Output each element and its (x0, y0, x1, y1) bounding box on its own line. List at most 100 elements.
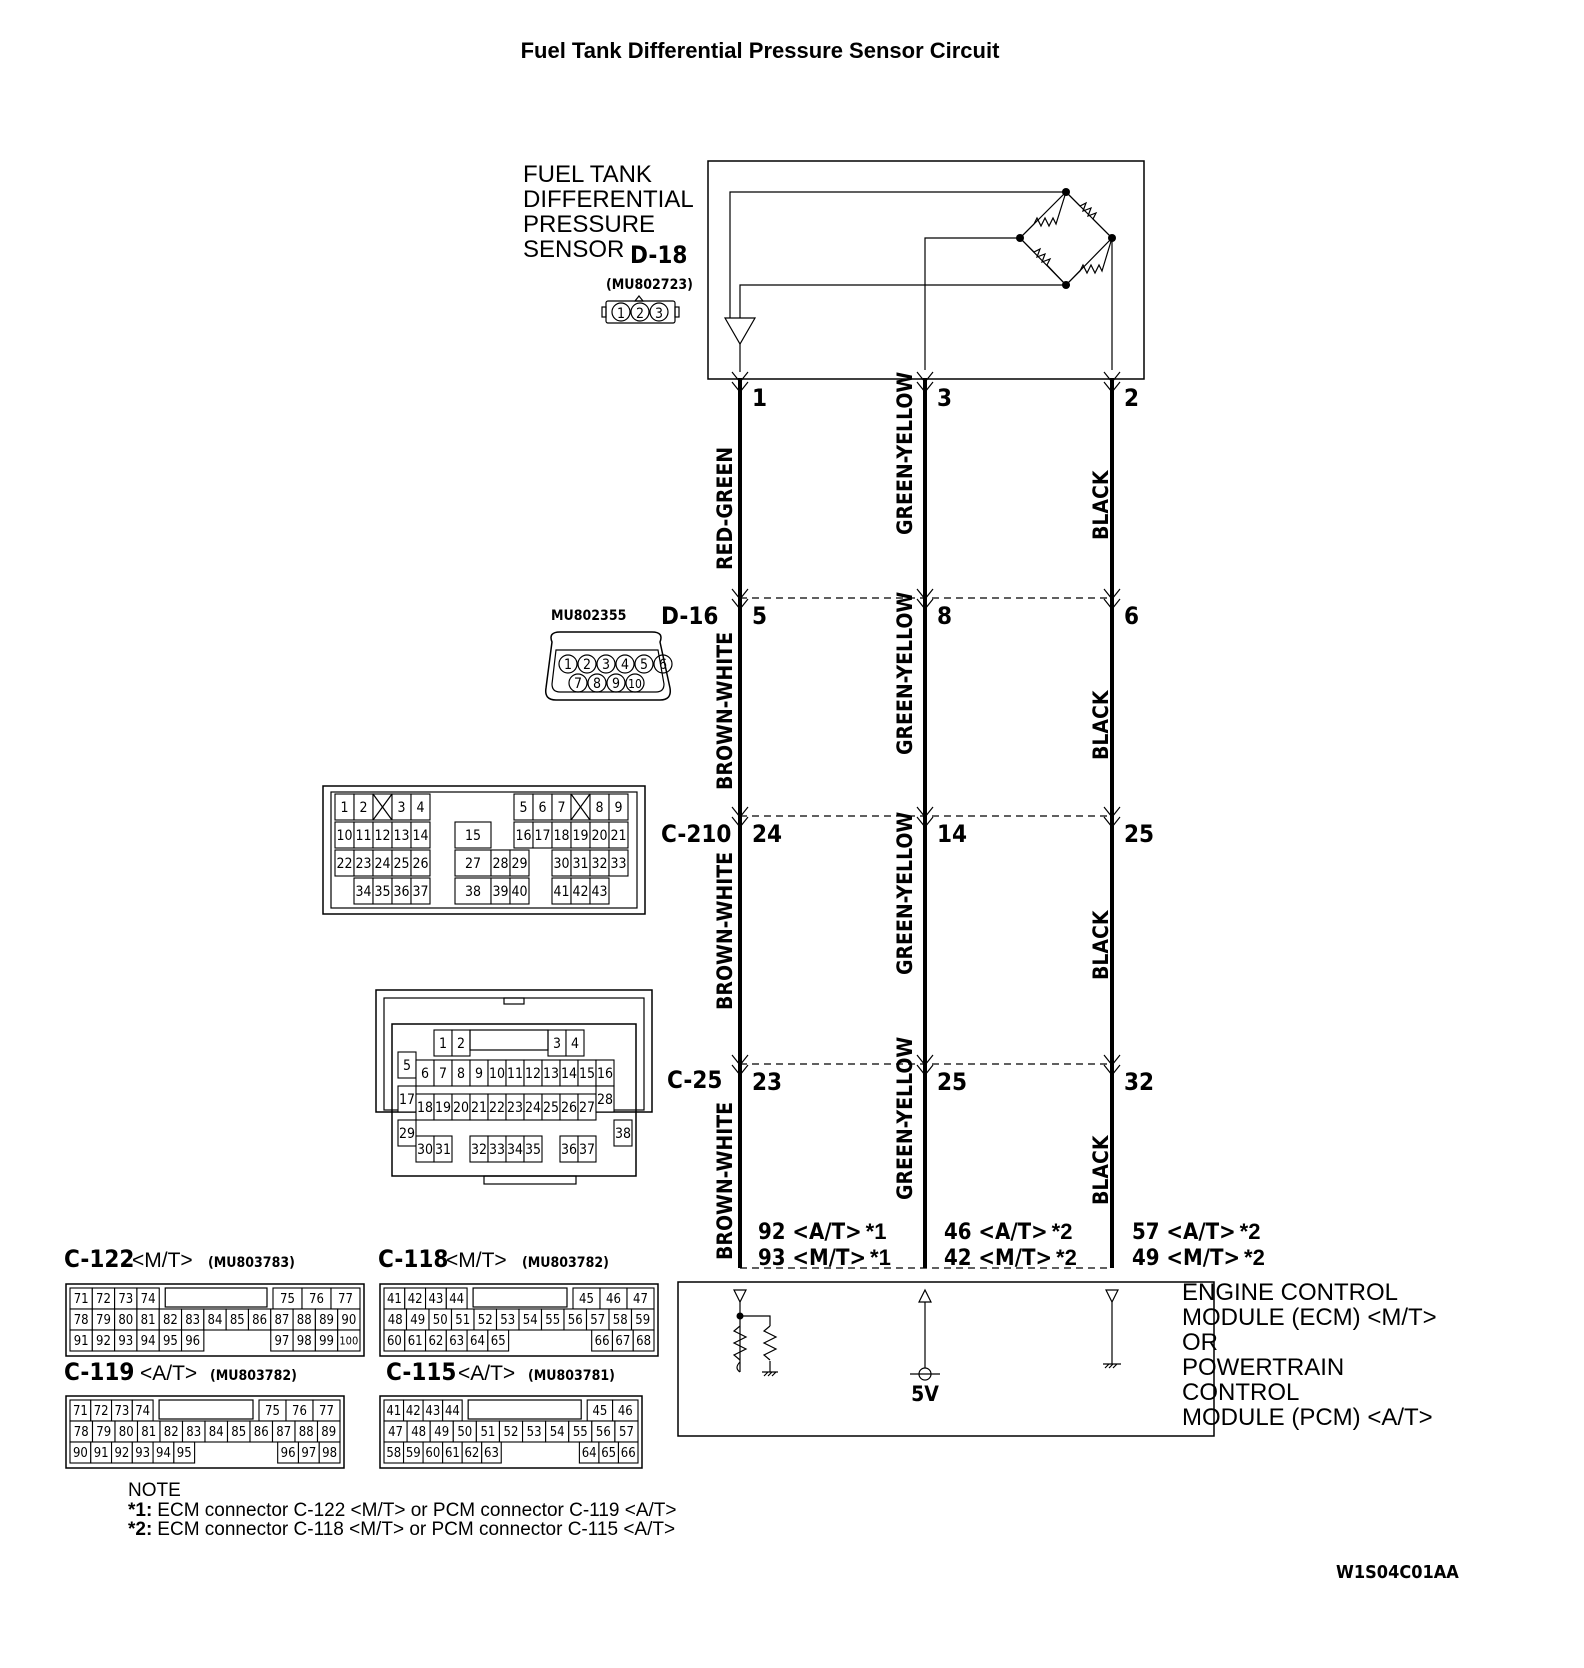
ecm-pin-labels: 92 <A/T>*1 93 <M/T>*1 46 <A/T>*2 42 <M/T… (758, 1219, 1265, 1271)
d16-pin: 1 (558, 654, 578, 674)
connector-cell: 77 (312, 1399, 341, 1422)
cell-label: 36 (561, 1142, 577, 1158)
ecm-connector-name: C-118 (378, 1245, 448, 1273)
cell-label: 98 (322, 1446, 337, 1461)
cell-label: 18 (553, 828, 569, 844)
connector-cell: 8 (589, 793, 610, 821)
cell-label: 74 (141, 1292, 156, 1307)
connector-cell: 52 (473, 1308, 498, 1331)
connector-cell: 93 (131, 1441, 154, 1464)
connector-cell: 63 (445, 1329, 468, 1352)
connector-cell: 43 (422, 1399, 444, 1422)
ecm-pcm-module: 5V ENGINE CONTROL MODULE (ECM) <M/T> OR … (677, 1279, 1437, 1437)
cell-label: 71 (74, 1292, 89, 1307)
cell-label: 76 (292, 1404, 307, 1419)
connector-cell: 65 (598, 1441, 620, 1464)
connector-cell: 53 (495, 1308, 520, 1331)
cell-label: 49 (434, 1425, 449, 1440)
cell-label: 57 (590, 1313, 605, 1328)
pin-number: 5 (752, 602, 767, 630)
connector-cell: 12 (372, 821, 393, 849)
connector-cell: 74 (136, 1287, 160, 1310)
cell-label: 36 (393, 884, 409, 900)
cell-label: 22 (489, 1100, 505, 1116)
d16-pin: 2 (577, 654, 597, 674)
cell-label: 32 (591, 856, 607, 872)
connector-cell: 38 (454, 877, 492, 905)
cell-label: 47 (388, 1425, 403, 1440)
connector-cell: 44 (445, 1287, 468, 1310)
pin-numbers: 1 3 2 5 8 6 24 14 25 23 25 32 (752, 384, 1154, 1096)
connector-cell: 17 (532, 821, 553, 849)
connector-cell: 20 (451, 1093, 471, 1121)
ecm-connector-trans: <A/T> (140, 1362, 197, 1385)
cell-label: 96 (185, 1334, 200, 1349)
connector-cell: 11 (353, 821, 374, 849)
connector-cell: 3 (547, 1029, 567, 1057)
ecm-label-line: ENGINE CONTROL (1182, 1279, 1398, 1306)
connector-cell: 53 (521, 1420, 547, 1443)
ecm-connector-trans: <A/T> (458, 1362, 515, 1385)
connector-cell: 33 (487, 1135, 507, 1163)
cell-label: 96 (281, 1446, 296, 1461)
connector-cell: 100 (337, 1329, 361, 1352)
cell-label: 43 (591, 884, 607, 900)
cell-label: 1 (340, 800, 348, 816)
d16-part-number: MU802355 (551, 608, 626, 624)
connector-cell: 88 (292, 1308, 316, 1331)
connector-cell: 96 (277, 1441, 300, 1464)
d16-pin: 4 (615, 654, 635, 674)
connector-cell: 67 (611, 1329, 634, 1352)
connector-cell: 60 (383, 1329, 406, 1352)
ecm-label-line: CONTROL (1182, 1379, 1299, 1406)
connector-cell: 80 (114, 1308, 138, 1331)
connector-cell: 10 (487, 1059, 507, 1087)
cell-label: 54 (523, 1313, 538, 1328)
connector-cell: 66 (591, 1329, 614, 1352)
connector-cell: 28 (490, 849, 511, 877)
connector-cell: 83 (180, 1308, 205, 1331)
cell-label: 7 (557, 800, 565, 816)
sensor-label-line-3: PRESSURE (523, 211, 655, 238)
d16-pin-label: 1 (564, 657, 572, 673)
connector-cell: 4 (565, 1029, 585, 1057)
connector-cell: 38 (613, 1119, 633, 1147)
d16-pin-label: 10 (628, 677, 642, 691)
d16-pin-label: 6 (659, 657, 667, 673)
cell-label: 48 (411, 1425, 426, 1440)
cell-label: 23 (507, 1100, 523, 1116)
connector-name-d16: D-16 (661, 602, 718, 630)
connector-cell: 36 (391, 877, 412, 905)
cell-label: 40 (511, 884, 527, 900)
connector-cell: 7 (551, 793, 572, 821)
connector-cell: 36 (559, 1135, 579, 1163)
cell-label: 88 (299, 1425, 314, 1440)
wire-color-label: BROWN-WHITE (713, 1102, 737, 1260)
cell-label: 32 (471, 1142, 487, 1158)
connector-cell: 92 (91, 1329, 116, 1352)
cell-label: 75 (265, 1404, 280, 1419)
connector-cell: 46 (612, 1399, 639, 1422)
connector-cell: 64 (466, 1329, 489, 1352)
connector-cell: 79 (91, 1308, 116, 1331)
cell-label: 7 (439, 1066, 447, 1082)
ecm-connector-name: C-115 (386, 1358, 456, 1386)
cell-label: 24 (525, 1100, 541, 1116)
wire-color-label: BROWN-WHITE (713, 852, 737, 1010)
connector-cell: 15 (454, 821, 492, 849)
cell-label: 55 (545, 1313, 560, 1328)
connector-cell: 81 (136, 1420, 161, 1443)
connector-cell: 6 (415, 1059, 435, 1087)
connector-cell: 58 (383, 1441, 405, 1464)
cell-label: 83 (186, 1425, 201, 1440)
connector-cell: 25 (391, 849, 412, 877)
connector-cell: 44 (442, 1399, 463, 1422)
cell-label: 48 (388, 1313, 403, 1328)
cell-label: 18 (417, 1100, 433, 1116)
connector-cell: 7 (433, 1059, 453, 1087)
connector-cell: 52 (498, 1420, 524, 1443)
ecm-label-line: POWERTRAIN (1182, 1354, 1344, 1381)
cell-label: 53 (500, 1313, 515, 1328)
cell-label: 92 (96, 1334, 111, 1349)
